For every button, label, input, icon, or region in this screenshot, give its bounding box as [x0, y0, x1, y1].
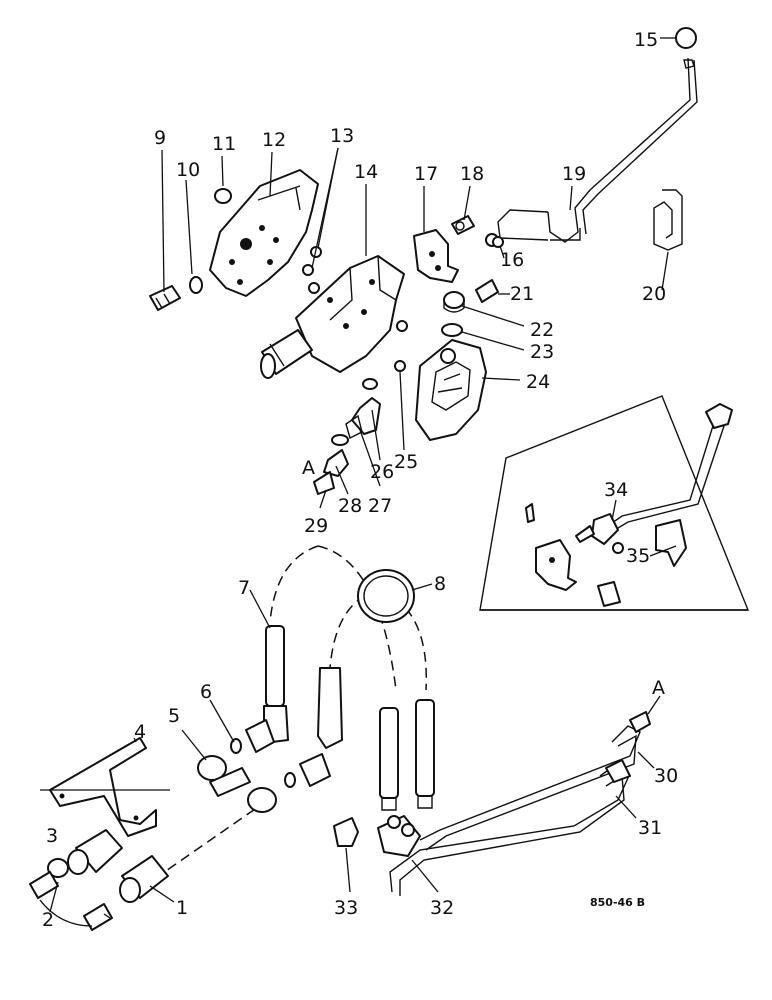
callout-labels: 15 9 10 11 12 13 14 17 18 19 16 20 21 22…	[42, 29, 678, 931]
callout-21: 21	[510, 283, 534, 305]
callout-35: 35	[626, 545, 650, 567]
callout-20: 20	[642, 283, 666, 305]
mounting-bracket-4	[40, 737, 170, 837]
callout-23: 23	[530, 341, 554, 363]
inset-panel	[479, 395, 750, 611]
callout-29: 29	[304, 515, 328, 537]
callout-7: 7	[238, 577, 250, 599]
callout-16: 16	[500, 249, 524, 271]
plug-22	[443, 291, 465, 313]
o-ring-11	[214, 188, 232, 204]
callout-19: 19	[562, 163, 586, 185]
link-18	[451, 215, 475, 235]
dust-caps-2	[29, 871, 113, 931]
callout-12: 12	[262, 129, 286, 151]
callout-8: 8	[434, 573, 446, 595]
coupler-3	[47, 829, 123, 878]
control-lever-19	[497, 57, 698, 243]
inset-bracket	[535, 539, 577, 591]
callout-26: 26	[370, 461, 394, 483]
elbow-27	[345, 397, 381, 440]
connection-a-bottom: A	[652, 677, 665, 699]
elbow-adapters	[245, 719, 331, 787]
control-valve-14	[260, 255, 405, 379]
o-ring-23	[441, 323, 463, 337]
callout-9: 9	[154, 127, 166, 149]
hoses-pair	[379, 699, 435, 811]
leader-lines	[49, 37, 677, 919]
hose-routing-e	[149, 799, 269, 883]
callout-34: 34	[604, 479, 628, 501]
callout-6: 6	[200, 681, 212, 703]
callout-1: 1	[176, 897, 188, 919]
callout-33: 33	[334, 897, 358, 919]
callout-25: 25	[394, 451, 418, 473]
connection-a-top: A	[302, 457, 315, 479]
callout-27: 27	[368, 495, 392, 517]
reference-code: 850-46 B	[590, 896, 645, 909]
callout-22: 22	[530, 319, 554, 341]
coupler-1	[119, 855, 169, 903]
callout-4: 4	[134, 721, 146, 743]
o-ring-6	[230, 738, 296, 788]
hose-routing-d	[379, 589, 428, 691]
callout-10: 10	[176, 159, 200, 181]
steel-lines-30-31	[389, 711, 651, 896]
callout-31: 31	[638, 817, 662, 839]
callout-24: 24	[526, 371, 550, 393]
hose-clamp-8	[357, 569, 415, 623]
callout-32: 32	[430, 897, 454, 919]
callout-13: 13	[330, 125, 354, 147]
inset-lever-34	[591, 403, 733, 545]
callout-15: 15	[634, 29, 658, 51]
coupler-body-5	[197, 755, 277, 813]
callout-2: 2	[42, 909, 54, 931]
callout-3: 3	[46, 825, 58, 847]
o-ring-10	[189, 276, 203, 294]
pin-21	[475, 279, 499, 303]
callout-18: 18	[460, 163, 484, 185]
callout-30: 30	[654, 765, 678, 787]
lever-knob-15	[675, 27, 697, 49]
bracket-17	[413, 229, 459, 283]
callout-14: 14	[354, 161, 378, 183]
fitting-9	[149, 285, 181, 311]
inset-bracket-35	[655, 519, 687, 567]
callout-5: 5	[168, 705, 180, 727]
callout-11: 11	[212, 133, 236, 155]
inset-pins	[525, 503, 624, 607]
o-ring-28	[331, 434, 349, 446]
callout-28: 28	[338, 495, 362, 517]
clip-33	[333, 817, 359, 847]
hose-7	[263, 625, 343, 749]
hose-routing-a	[269, 545, 319, 623]
callout-17: 17	[414, 163, 438, 185]
elbow-29	[313, 449, 349, 495]
washer-16	[485, 233, 504, 248]
outlet-cover-24	[415, 339, 487, 441]
o-rings-13	[302, 246, 322, 294]
inlet-cover-12	[209, 169, 319, 297]
spring-clip-20	[653, 189, 683, 251]
o-ring-25	[394, 320, 408, 372]
tee-32	[377, 815, 421, 857]
o-ring-26	[362, 378, 378, 390]
